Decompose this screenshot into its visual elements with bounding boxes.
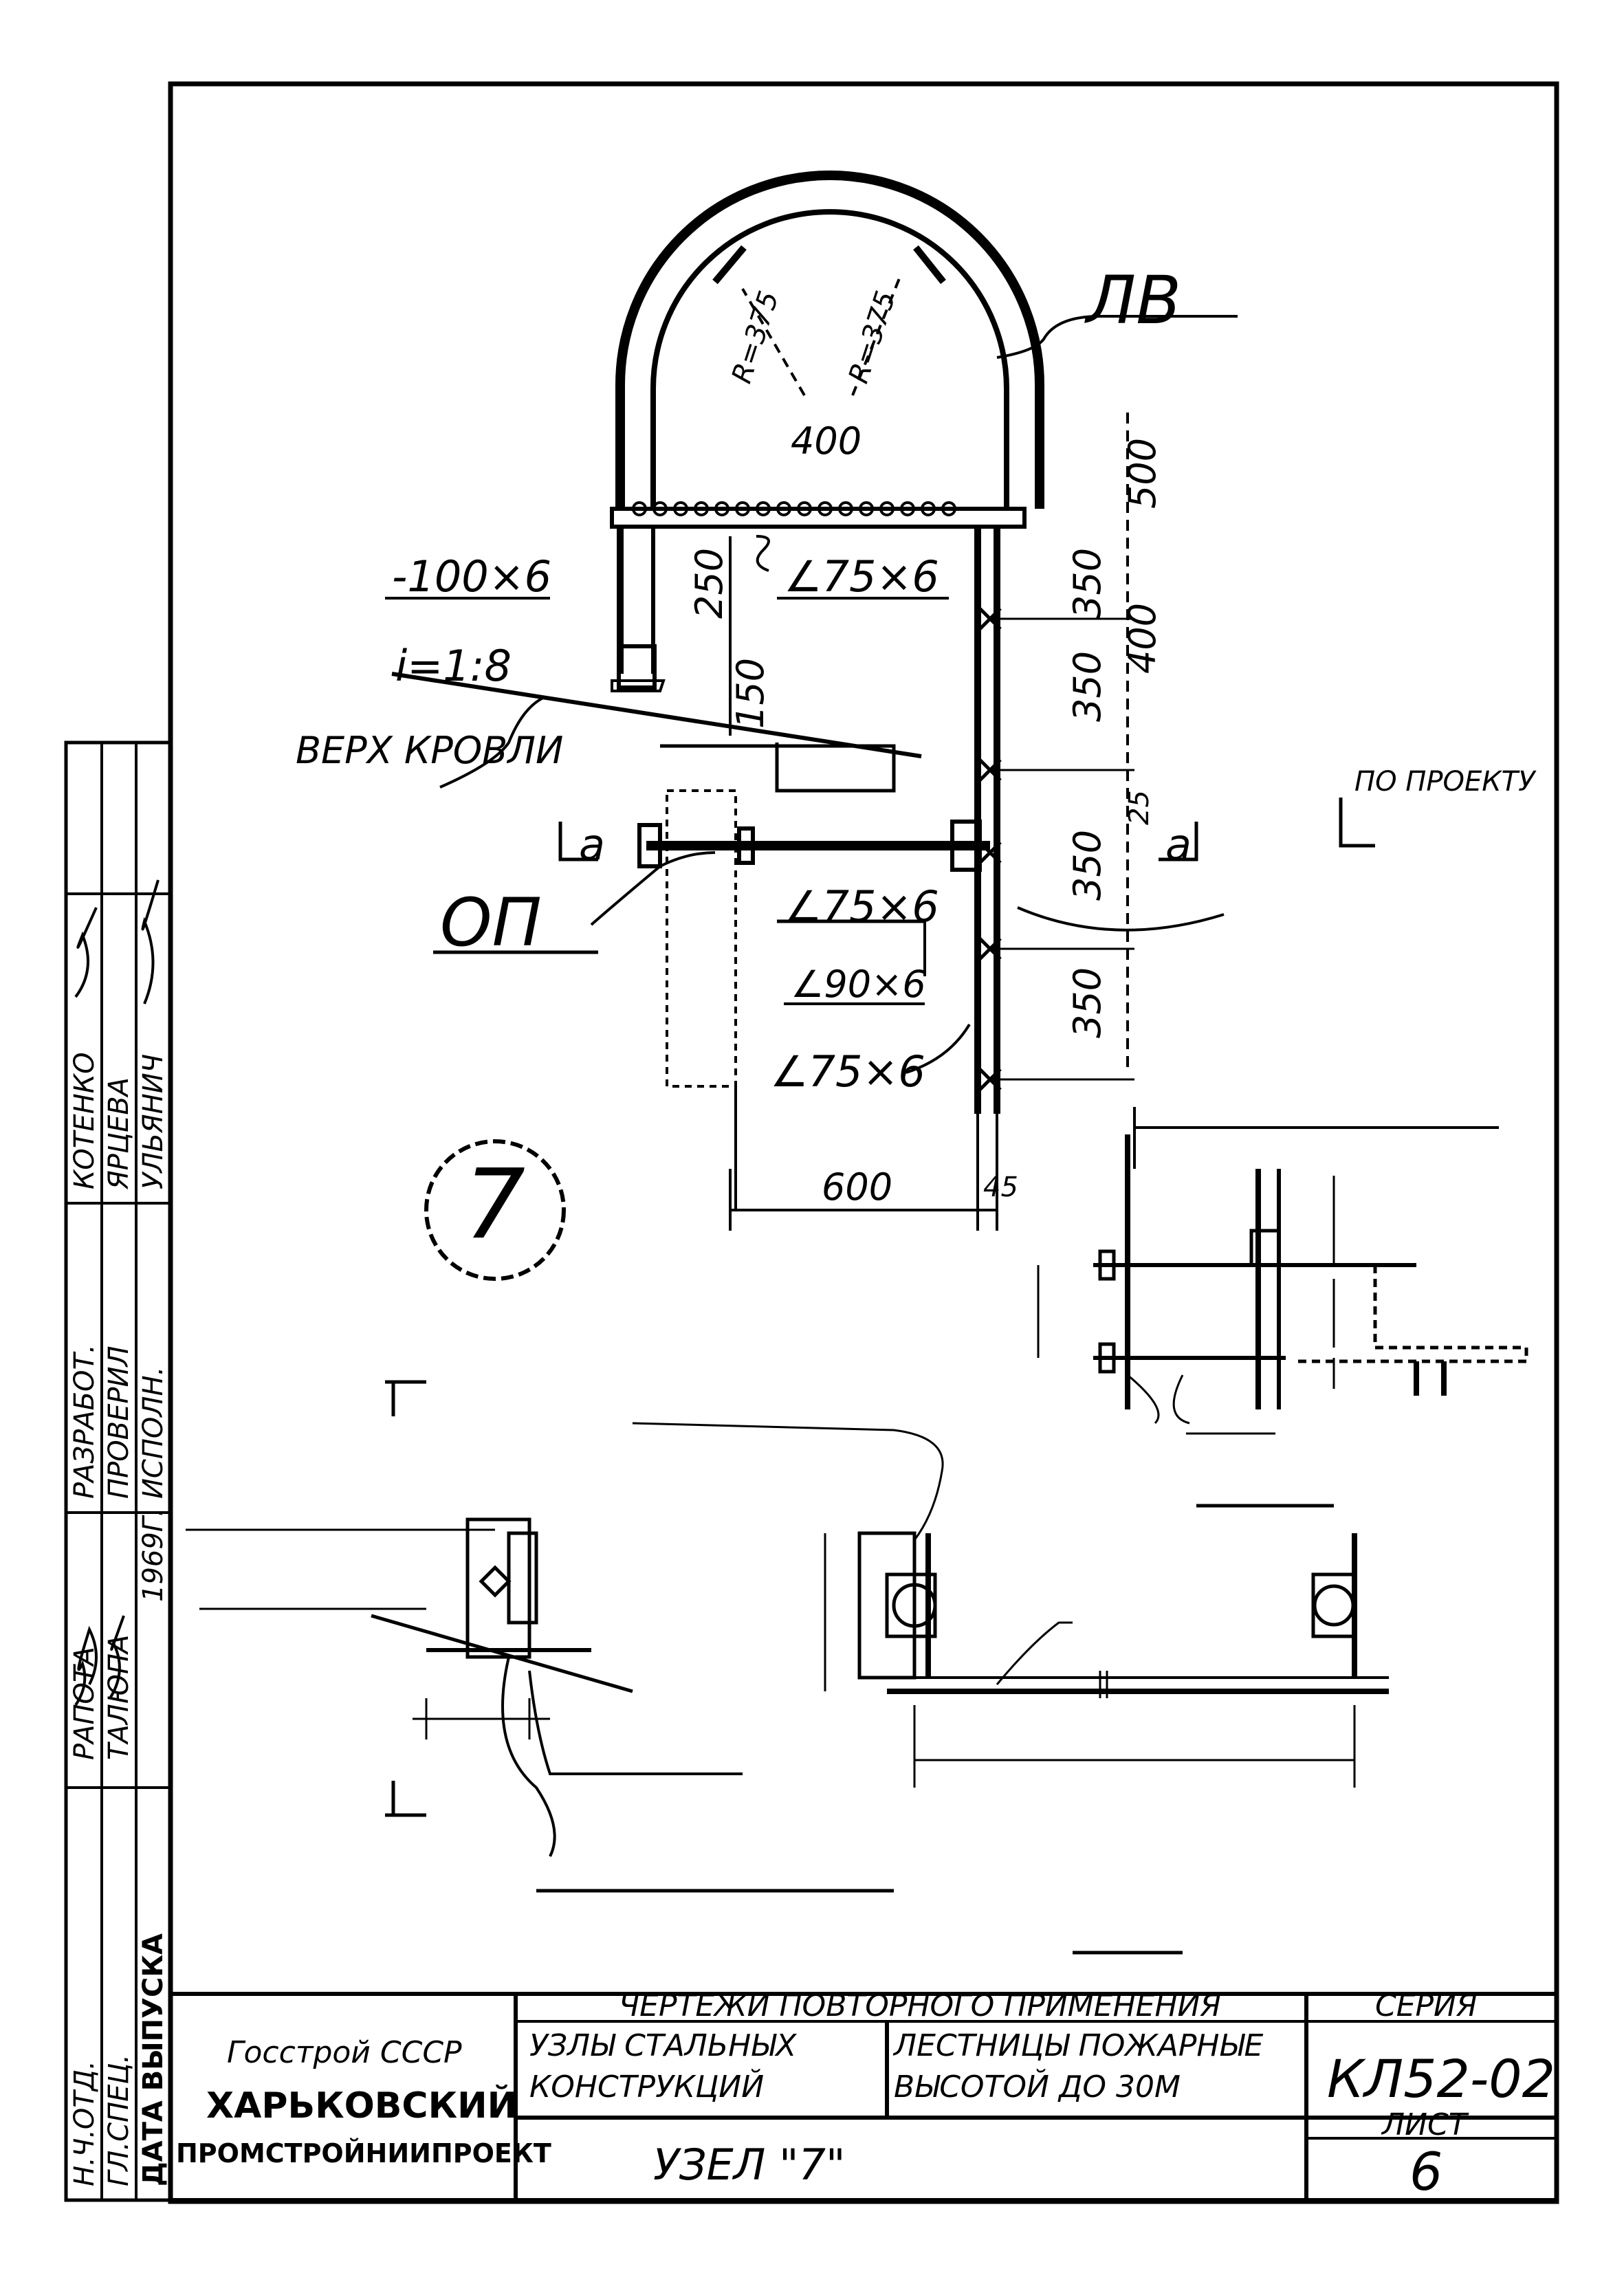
stamp-role-developer: РАЗРАБОТ. xyxy=(69,1344,100,1499)
tb-header: ЧЕРТЕЖИ ПОВТОРНОГО ПРИМЕНЕНИЯ xyxy=(619,1988,1221,2023)
dim-250: 250 xyxy=(688,548,731,619)
label-angle-low: ∠75×6 xyxy=(770,1046,925,1097)
tb-org-2: ХАРЬКОВСКИЙ xyxy=(206,2085,517,2127)
ladder-elevation xyxy=(391,171,1375,1281)
dim-45: 45 xyxy=(983,1172,1018,1203)
node-number: 7 xyxy=(464,1149,525,1261)
tb-org-1: Госстрой СССР xyxy=(227,2035,462,2070)
tb-series-value: КЛ52-02 xyxy=(1327,2048,1555,2109)
side-stamp: Н.Ч.ОТД. ГЛ.СПЕЦ. ДАТА ВЫПУСКА РАПОТА ТА… xyxy=(64,740,173,2202)
label-plate-top: -100×6 xyxy=(392,551,551,602)
stamp-name-spec: ТАЛЮПА xyxy=(103,1635,135,1761)
label-angle-90: ∠90×6 xyxy=(791,963,926,1006)
tb-object-2: ВЫСОТОЙ ДО 30М xyxy=(894,2068,1181,2105)
stamp-name-date: 1969Г. xyxy=(138,1508,169,1602)
tb-subject-2: КОНСТРУКЦИЙ xyxy=(529,2068,764,2105)
label-radius-1: R=375 xyxy=(726,287,785,387)
label-roof-top: ВЕРХ КРОВЛИ xyxy=(296,729,563,772)
stamp-role-spec: ГЛ.СПЕЦ. xyxy=(103,2054,135,2186)
dim-350-c: 350 xyxy=(1066,830,1109,901)
stamp-name-executor: УЛЬЯНИЧ xyxy=(138,1054,169,1189)
hoop-inner xyxy=(650,209,1009,509)
tb-subject-1: УЗЛЫ СТАЛЬНЫХ xyxy=(529,2028,797,2063)
dim-350-b: 350 xyxy=(1066,651,1109,722)
label-lv: ЛВ xyxy=(1084,262,1181,339)
dim-350-a: 350 xyxy=(1066,548,1109,619)
detail-a-a xyxy=(1037,1107,1528,1508)
stamp-name-developer: КОТЕНКО xyxy=(69,1052,100,1189)
signature-scribble xyxy=(74,1625,98,1706)
dim-400: 400 xyxy=(791,419,862,463)
dim-150: 150 xyxy=(729,658,772,729)
rivets xyxy=(632,501,956,516)
tb-sheet-title: УЗЕЛ "7" xyxy=(653,2140,846,2190)
tb-sheet-value: 6 xyxy=(1409,2141,1442,2202)
label-radius-2: R=375 xyxy=(843,287,902,387)
tb-object-1: ЛЕСТНИЦЫ ПОЖАРНЫЕ xyxy=(892,2028,1263,2063)
hoop-outer xyxy=(615,171,1044,509)
label-section-a-left: а xyxy=(579,820,605,870)
label-section-a-right: а xyxy=(1165,820,1192,870)
stamp-role-checker: ПРОВЕРИЛ xyxy=(103,1346,135,1499)
dim-600: 600 xyxy=(822,1165,892,1209)
signature-scribble xyxy=(74,907,98,998)
stamp-role-executor: ИСПОЛН. xyxy=(138,1367,169,1499)
roof-slope-line xyxy=(391,672,922,758)
node-circle xyxy=(424,1139,566,1281)
stamp-role-head: Н.Ч.ОТД. xyxy=(69,2061,100,2186)
label-slope-top: i=1:8 xyxy=(395,641,512,691)
signature-scribble xyxy=(141,879,160,1004)
tb-series-label: СЕРИЯ xyxy=(1375,1988,1478,2023)
label-by-project-right: ПО ПРОЕКТУ xyxy=(1354,766,1537,798)
tb-org-3: ПРОМСТРОЙНИИПРОЕКТ xyxy=(176,2138,551,2168)
tb-sheet-label: ЛИСТ xyxy=(1381,2107,1469,2142)
label-angle-mid: ∠75×6 xyxy=(784,881,939,932)
stamp-name-checker: ЯРЦЕВА xyxy=(103,1077,135,1190)
dim-500: 500 xyxy=(1121,438,1164,509)
label-angle-top: ∠75×6 xyxy=(784,551,939,602)
sheet-frame xyxy=(168,81,1559,2204)
dim-350-d: 350 xyxy=(1066,967,1109,1038)
dim-25: 25 xyxy=(1123,790,1155,825)
signature-scribble xyxy=(109,1615,125,1700)
stamp-role-date: ДАТА ВЫПУСКА xyxy=(138,1933,169,2186)
detail-1-1 xyxy=(186,1380,1389,1955)
label-op: ОП xyxy=(440,884,542,961)
title-block xyxy=(168,1992,1559,2202)
dim-400-b: 400 xyxy=(1121,603,1164,674)
